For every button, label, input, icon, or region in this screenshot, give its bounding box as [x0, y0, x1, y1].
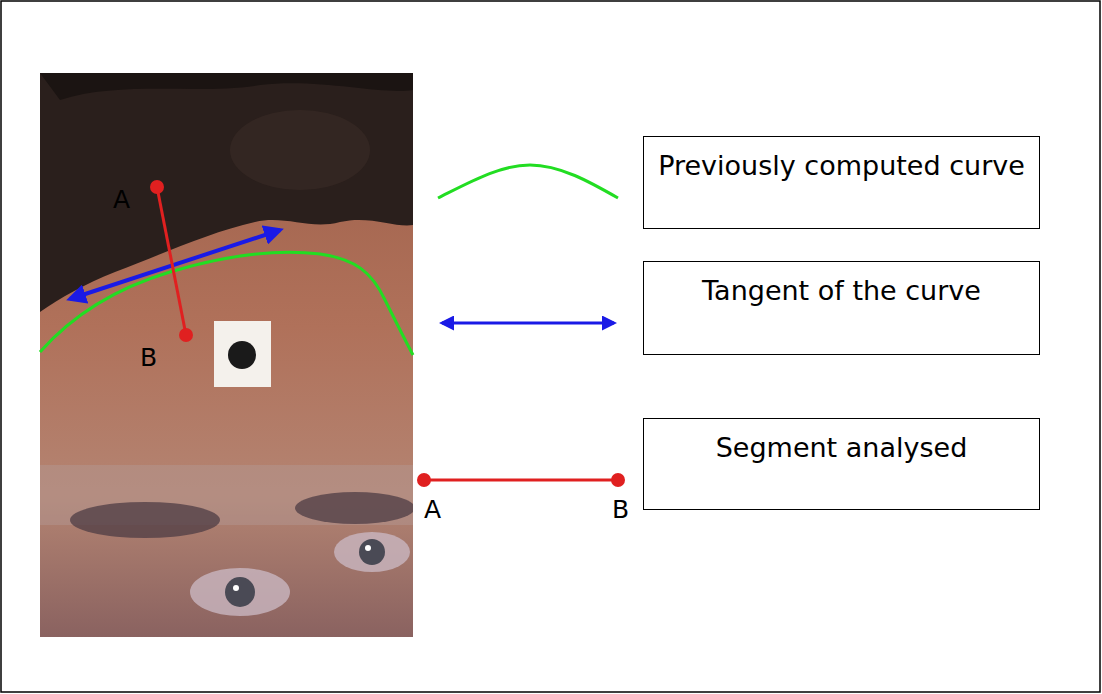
- point-label: B: [612, 496, 629, 524]
- analysed-segment: [157, 187, 186, 335]
- segment-end: [417, 473, 431, 487]
- tangent-arrow: [70, 230, 280, 299]
- legend-text: Previously computed curve: [658, 150, 1025, 181]
- point-label: A: [113, 186, 130, 214]
- point-label: B: [140, 344, 157, 372]
- legend-item: Tangent of the curve: [643, 261, 1040, 355]
- computed-curve: [40, 252, 413, 355]
- tangent-sample: [442, 322, 614, 325]
- point-label: A: [424, 496, 441, 524]
- segment-end: [179, 328, 193, 342]
- segment-end: [611, 473, 625, 487]
- legend-text: Tangent of the curve: [702, 275, 981, 306]
- legend-item: Segment analysed: [643, 418, 1040, 510]
- legend-text: Segment analysed: [716, 432, 968, 463]
- legend-item: Previously computed curve: [643, 136, 1040, 229]
- segment-sample: [424, 479, 618, 482]
- face-photo: [40, 73, 413, 637]
- curve-sample: [438, 165, 618, 198]
- segment-end: [150, 180, 164, 194]
